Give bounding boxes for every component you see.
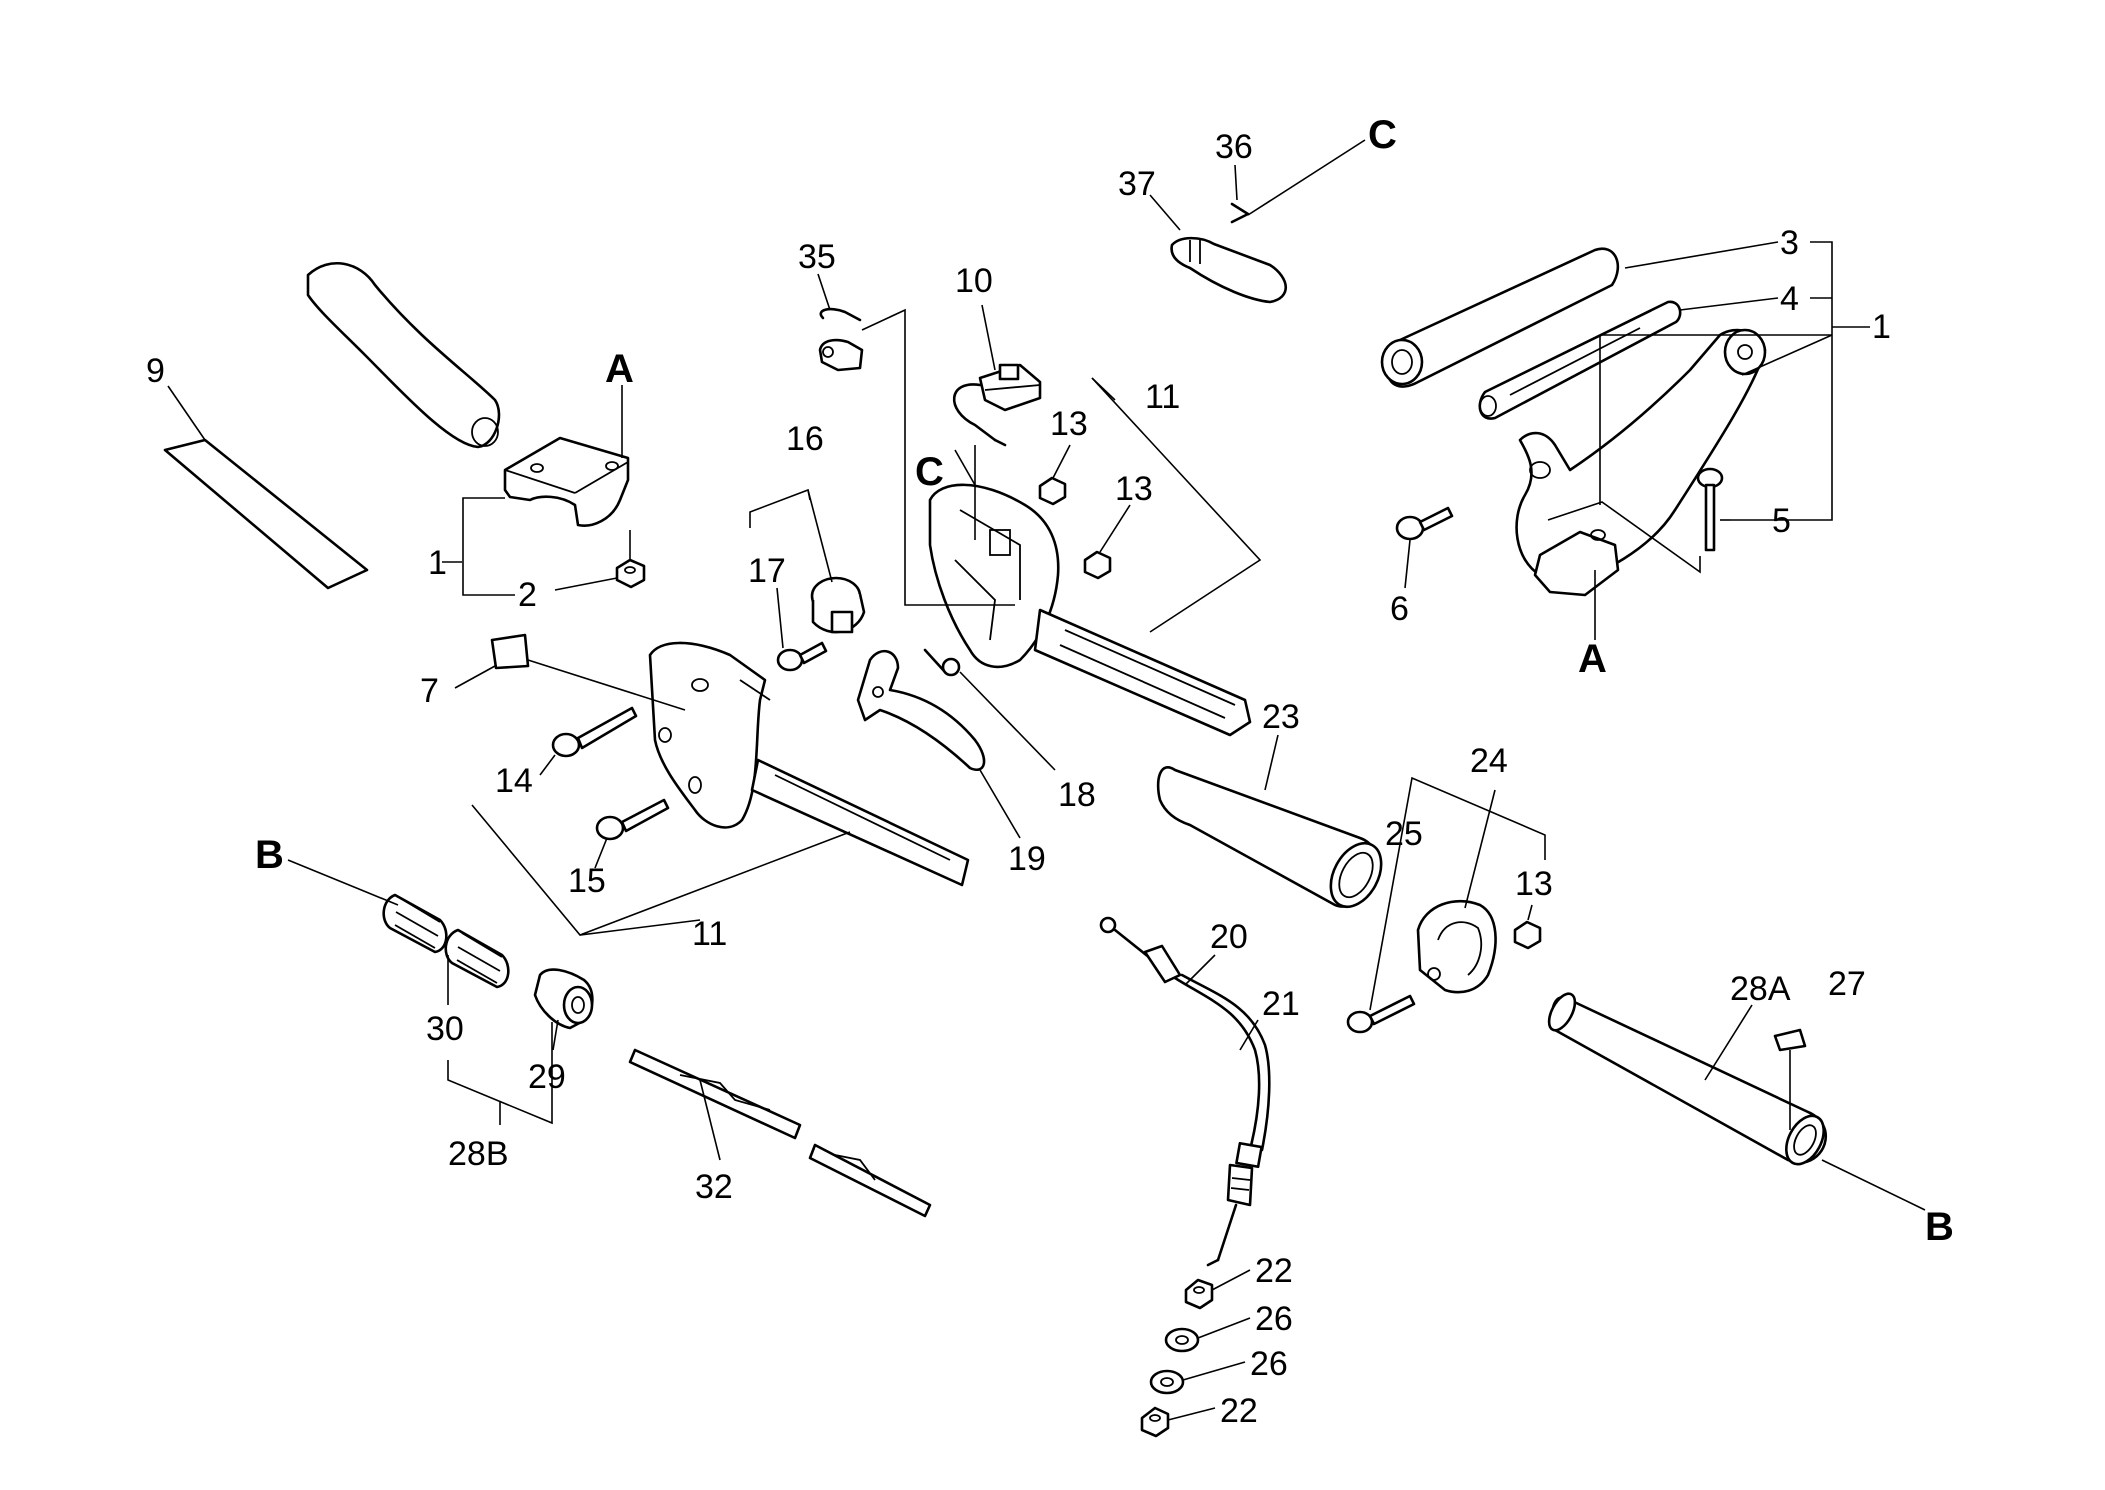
label-18: 18 bbox=[1058, 776, 1096, 814]
part-screw-6 bbox=[1395, 506, 1454, 541]
part-screw-5 bbox=[1696, 467, 1724, 552]
label-29: 29 bbox=[528, 1058, 566, 1096]
label-5: 5 bbox=[1772, 502, 1791, 540]
label-28B: 28B bbox=[448, 1135, 509, 1173]
part-foam-grip-3 bbox=[1380, 247, 1620, 388]
label-28A: 28A bbox=[1730, 970, 1791, 1008]
label-6: 6 bbox=[1390, 590, 1409, 628]
part-handle-bar-4 bbox=[1478, 300, 1682, 420]
ref-c-mid: C bbox=[915, 450, 944, 494]
part-main-tube-28A bbox=[1547, 992, 1828, 1166]
label-1-left: 1 bbox=[428, 544, 447, 582]
part-bushing-29 bbox=[533, 968, 594, 1030]
label-14: 14 bbox=[495, 762, 533, 800]
part-screw-15 bbox=[595, 798, 670, 841]
label-36: 36 bbox=[1215, 128, 1253, 166]
part-spline-30a bbox=[382, 893, 448, 954]
ref-b-right: B bbox=[1925, 1205, 1954, 1249]
part-nut-13c bbox=[1513, 920, 1542, 950]
part-spring-36 bbox=[1230, 202, 1250, 224]
part-trigger-19 bbox=[856, 649, 986, 771]
label-4: 4 bbox=[1780, 280, 1799, 318]
ref-c-top: C bbox=[1368, 113, 1397, 157]
part-throttle-cable bbox=[1099, 916, 1271, 1267]
part-cover-37 bbox=[1170, 236, 1287, 304]
ref-a-top: A bbox=[605, 347, 634, 391]
part-housing-right bbox=[928, 483, 1252, 737]
label-3: 3 bbox=[1780, 224, 1799, 262]
label-7: 7 bbox=[420, 672, 439, 710]
label-20: 20 bbox=[1210, 918, 1248, 956]
label-9: 9 bbox=[146, 352, 165, 390]
part-grip-sheet bbox=[163, 438, 369, 590]
part-loop-handle bbox=[1515, 328, 1767, 597]
label-11-bottom: 11 bbox=[692, 915, 727, 953]
label-15: 15 bbox=[568, 862, 606, 900]
part-nut-2 bbox=[615, 558, 646, 589]
label-10: 10 bbox=[955, 262, 993, 300]
part-nut-22b bbox=[1140, 1406, 1170, 1438]
part-label-7 bbox=[490, 633, 530, 670]
label-13-b: 13 bbox=[1115, 470, 1153, 508]
label-27: 27 bbox=[1828, 965, 1866, 1003]
part-nut-13b bbox=[1083, 550, 1112, 580]
part-nut-22a bbox=[1184, 1278, 1214, 1310]
label-35: 35 bbox=[798, 238, 836, 276]
part-clip-35 bbox=[818, 307, 864, 372]
label-13-a: 13 bbox=[1050, 405, 1088, 443]
ref-b-left: B bbox=[255, 833, 284, 877]
part-number-labels: 1 1 2 3 4 5 6 7 9 10 11 11 13 13 13 14 1… bbox=[146, 128, 1891, 1430]
label-1-right: 1 bbox=[1872, 308, 1891, 346]
part-drive-shaft-32b bbox=[808, 1143, 932, 1218]
label-25: 25 bbox=[1385, 815, 1423, 853]
label-23: 23 bbox=[1262, 698, 1300, 736]
part-screw-17 bbox=[776, 641, 828, 672]
part-drive-shaft-32a bbox=[628, 1048, 802, 1140]
part-spline-30b bbox=[444, 928, 510, 989]
part-nut-13a bbox=[1038, 476, 1067, 506]
label-11-top: 11 bbox=[1145, 378, 1180, 416]
label-19: 19 bbox=[1008, 840, 1046, 878]
ref-a-bottom: A bbox=[1578, 637, 1607, 681]
part-housing-left bbox=[648, 641, 970, 887]
label-26-a: 26 bbox=[1255, 1300, 1293, 1338]
part-washer-26a bbox=[1164, 1327, 1200, 1353]
label-26-b: 26 bbox=[1250, 1345, 1288, 1383]
label-30: 30 bbox=[426, 1010, 464, 1048]
label-22-b: 22 bbox=[1220, 1392, 1258, 1430]
label-24: 24 bbox=[1470, 742, 1508, 780]
label-21: 21 bbox=[1262, 985, 1300, 1023]
part-bracket-24 bbox=[1416, 899, 1497, 994]
part-clamp-ring-16 bbox=[810, 576, 866, 634]
leader-lines bbox=[167, 139, 1926, 1421]
part-screw-25 bbox=[1346, 994, 1416, 1034]
part-curved-grip bbox=[306, 261, 501, 449]
part-switch-10 bbox=[952, 363, 1042, 447]
reference-letters: A A B B C C bbox=[255, 113, 1954, 1249]
label-16: 16 bbox=[786, 420, 824, 458]
label-22-a: 22 bbox=[1255, 1252, 1293, 1290]
part-spring-18 bbox=[923, 648, 961, 677]
part-left-clamp bbox=[503, 436, 630, 527]
label-13-c: 13 bbox=[1515, 865, 1553, 903]
part-screw-14 bbox=[551, 706, 638, 758]
part-foam-tube-23 bbox=[1156, 766, 1383, 909]
label-2: 2 bbox=[518, 576, 537, 614]
part-label-27 bbox=[1773, 1028, 1807, 1052]
label-37: 37 bbox=[1118, 165, 1156, 203]
label-32: 32 bbox=[695, 1168, 733, 1206]
part-washer-26b bbox=[1149, 1369, 1185, 1395]
label-17: 17 bbox=[748, 552, 786, 590]
